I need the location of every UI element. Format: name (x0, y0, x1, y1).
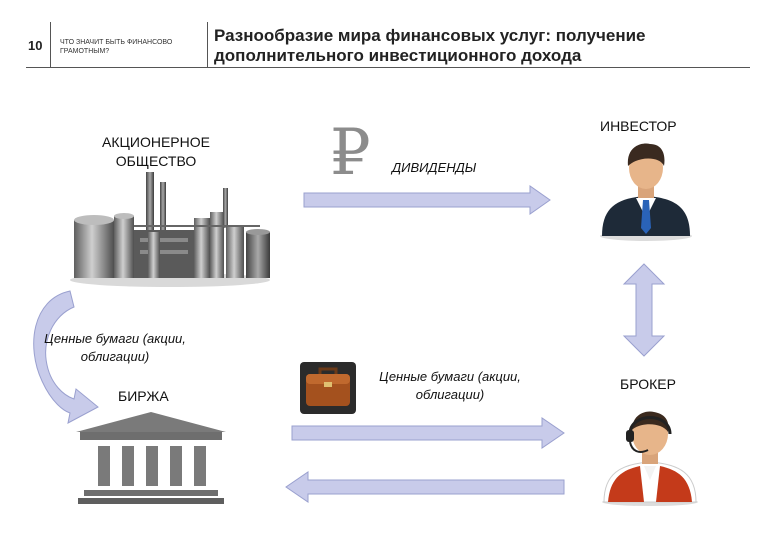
exchange-label: БИРЖА (118, 388, 169, 404)
slide-number: 10 (28, 38, 43, 53)
broker-icon (602, 411, 698, 506)
briefcase-icon (300, 362, 356, 414)
company-label: АКЦИОНЕРНОЕ ОБЩЕСТВО (102, 134, 210, 169)
ruble-icon: ₽ (330, 116, 371, 190)
header-divider (50, 22, 51, 68)
factory-icon (70, 172, 270, 287)
right-arrow (291, 417, 565, 449)
page-title: Разнообразие мира финансовых услуг: полу… (214, 26, 646, 65)
dividends-label: ДИВИДЕНДЫ (392, 160, 477, 175)
investor-icon (600, 143, 692, 241)
securities-label-center: Ценные бумаги (акции, облигации) (379, 369, 521, 402)
dividends-arrow (303, 185, 551, 215)
header-rule (26, 67, 750, 68)
broker-label: БРОКЕР (620, 376, 676, 392)
vertical-double-arrow (622, 263, 666, 357)
header-subtitle: ЧТО ЗНАЧИТ БЫТЬ ФИНАНСОВО ГРАМОТНЫМ? (60, 39, 173, 55)
investor-label: ИНВЕСТОР (600, 118, 677, 134)
left-arrow (285, 471, 565, 503)
securities-label-left: Ценные бумаги (акции, облигации) (44, 331, 186, 364)
exchange-building-icon (76, 412, 226, 504)
curved-arrow (33, 290, 99, 424)
header-divider (207, 22, 208, 68)
